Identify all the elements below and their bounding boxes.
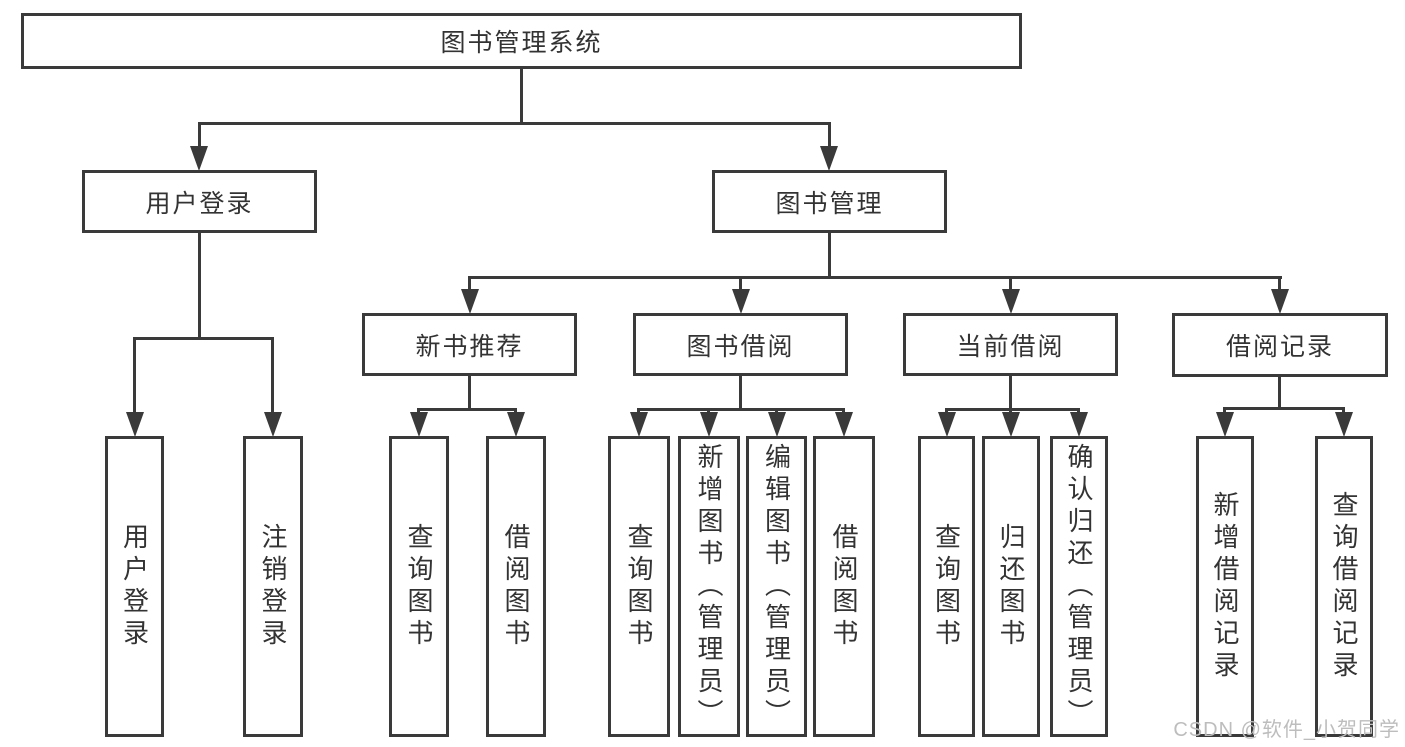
connector-arrow-down bbox=[938, 412, 956, 437]
node-book-borrowing: 图书借阅 bbox=[633, 313, 848, 376]
connector-stem bbox=[1278, 374, 1281, 410]
leaf-query-books: 查询图书 bbox=[389, 436, 449, 737]
connector-stem bbox=[1009, 373, 1012, 411]
connector-arrow-down bbox=[1335, 412, 1353, 437]
node-user-login: 用户登录 bbox=[82, 170, 317, 233]
connector-arrow-down bbox=[630, 412, 648, 437]
connector-arrow-down bbox=[264, 412, 282, 437]
leaf-confirm-return-admin: 确认归还（管理员） bbox=[1050, 436, 1108, 737]
connector-drop bbox=[198, 122, 201, 150]
connector-stem bbox=[739, 373, 742, 411]
connector-arrow-down bbox=[190, 146, 208, 171]
connector-level1-branch bbox=[198, 122, 831, 125]
leaf-add-books-admin: 新增图书（管理员） bbox=[678, 436, 740, 737]
connector-arrow-down bbox=[820, 146, 838, 171]
connector-branch bbox=[417, 408, 517, 411]
connector-login-stem bbox=[198, 230, 201, 340]
connector-arrow-down bbox=[700, 412, 718, 437]
connector-arrow-down bbox=[1271, 289, 1289, 314]
connector-drop bbox=[1009, 276, 1012, 292]
node-current-borrowing: 当前借阅 bbox=[903, 313, 1118, 376]
connector-arrow-down bbox=[126, 412, 144, 437]
connector-arrow-down bbox=[461, 289, 479, 314]
connector-root-stem bbox=[520, 66, 523, 125]
connector-drop bbox=[468, 276, 471, 292]
leaf-add-borrow-record: 新增借阅记录 bbox=[1196, 436, 1254, 737]
connector-drop bbox=[271, 337, 274, 415]
leaf-return-books: 归还图书 bbox=[982, 436, 1040, 737]
connector-level2-branch bbox=[468, 276, 1282, 279]
leaf-query-books: 查询图书 bbox=[608, 436, 670, 737]
node-new-book-recommend: 新书推荐 bbox=[362, 313, 577, 376]
connector-arrow-down bbox=[1070, 412, 1088, 437]
node-borrowing-records: 借阅记录 bbox=[1172, 313, 1388, 377]
connector-arrow-down bbox=[1002, 289, 1020, 314]
node-book-management: 图书管理 bbox=[712, 170, 947, 233]
connector-arrow-down bbox=[410, 412, 428, 437]
connector-branch bbox=[1223, 407, 1345, 410]
leaf-logout: 注销登录 bbox=[243, 436, 303, 737]
connector-drop bbox=[1342, 407, 1345, 416]
connector-arrow-down bbox=[768, 412, 786, 437]
connector-drop bbox=[133, 337, 136, 415]
connector-branch bbox=[637, 408, 845, 411]
connector-arrow-down bbox=[507, 412, 525, 437]
connector-login-branch bbox=[133, 337, 274, 340]
connector-arrow-down bbox=[732, 289, 750, 314]
connector-mgmt-stem bbox=[828, 233, 831, 279]
connector-stem bbox=[468, 373, 471, 411]
connector-arrow-down bbox=[1002, 412, 1020, 437]
connector-branch bbox=[945, 408, 1080, 411]
connector-arrow-down bbox=[835, 412, 853, 437]
connector-drop bbox=[828, 122, 831, 150]
leaf-borrow-books: 借阅图书 bbox=[486, 436, 546, 737]
node-book-management-system: 图书管理系统 bbox=[21, 13, 1022, 69]
leaf-query-books: 查询图书 bbox=[918, 436, 975, 737]
leaf-query-borrow-record: 查询借阅记录 bbox=[1315, 436, 1373, 737]
leaf-edit-books-admin: 编辑图书（管理员） bbox=[746, 436, 807, 737]
leaf-user-login: 用户登录 bbox=[105, 436, 164, 737]
leaf-borrow-books: 借阅图书 bbox=[813, 436, 875, 737]
connector-drop bbox=[739, 276, 742, 292]
connector-drop bbox=[1278, 276, 1281, 292]
csdn-watermark: CSDN @软件_小贺同学 bbox=[1173, 719, 1400, 741]
connector-arrow-down bbox=[1216, 412, 1234, 437]
connector-drop bbox=[1223, 407, 1226, 416]
